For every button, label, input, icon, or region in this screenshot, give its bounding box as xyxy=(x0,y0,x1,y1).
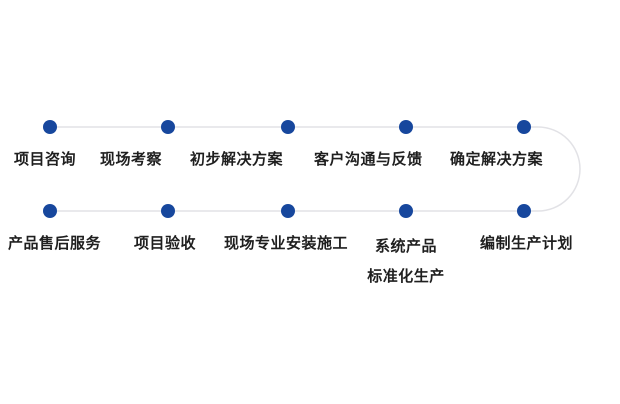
step-label-7-line1: 系统产品 xyxy=(374,238,437,255)
step-dot-9 xyxy=(161,204,175,218)
step-dot-1 xyxy=(43,120,57,134)
step-label-8: 现场专业安装施工 xyxy=(224,235,349,252)
step-dot-3 xyxy=(281,120,295,134)
step-label-10: 产品售后服务 xyxy=(8,235,102,252)
step-dot-4 xyxy=(399,120,413,134)
step-dot-2 xyxy=(161,120,175,134)
step-dot-7 xyxy=(399,204,413,218)
step-label-9: 项目验收 xyxy=(134,235,197,252)
flow-path xyxy=(45,126,581,212)
step-dot-6 xyxy=(517,204,531,218)
step-dot-8 xyxy=(281,204,295,218)
step-label-7-line2: 标准化生产 xyxy=(367,268,445,285)
step-label-6: 编制生产计划 xyxy=(480,235,574,252)
step-label-4: 客户沟通与反馈 xyxy=(314,151,423,168)
step-label-5: 确定解决方案 xyxy=(450,151,544,168)
step-label-3: 初步解决方案 xyxy=(190,151,284,168)
step-dot-10 xyxy=(43,204,57,218)
step-dot-5 xyxy=(517,120,531,134)
step-label-7: 系统产品 标准化生产 xyxy=(356,232,456,292)
step-label-1: 项目咨询 xyxy=(14,151,77,168)
step-label-2: 现场考察 xyxy=(100,151,163,168)
